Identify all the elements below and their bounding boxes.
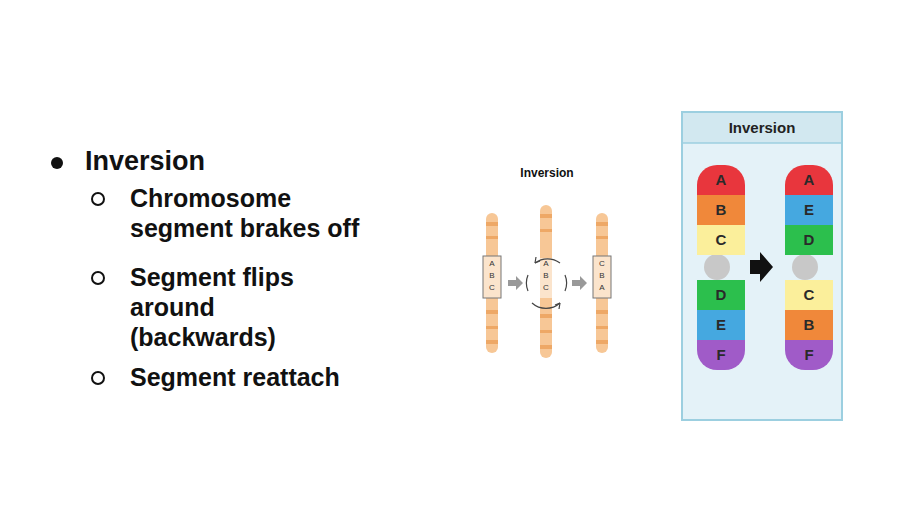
figure-title: Inversion xyxy=(507,166,587,180)
gene-letter: B xyxy=(697,195,745,225)
inversion-arrow xyxy=(750,252,773,282)
gene-letter: A xyxy=(697,165,745,195)
chromosome-segment: E xyxy=(697,310,745,340)
chromosome-segment: B xyxy=(785,310,833,340)
bullet xyxy=(51,157,63,169)
bullet-text: Chromosome segment brakes off xyxy=(130,183,398,243)
centromere xyxy=(704,254,730,280)
panel-header xyxy=(683,113,841,143)
gene-letter: F xyxy=(697,340,745,370)
gene-letter: C xyxy=(697,225,745,255)
gene-letter: B xyxy=(540,271,552,281)
gene-letter: B xyxy=(785,310,833,340)
bullet-text: Segment reattach xyxy=(130,362,405,392)
gene-letter: F xyxy=(785,340,833,370)
gene-letter: C xyxy=(540,283,552,293)
chromosome-segment: B xyxy=(697,195,745,225)
gene-letter: A xyxy=(486,259,498,269)
gene-letter: A xyxy=(596,283,608,293)
panel-frame xyxy=(682,112,842,420)
chromosome-segment: E xyxy=(785,195,833,225)
inversion-panel: InversionABCDEFAEDCBF xyxy=(682,112,842,420)
gene-letter: A xyxy=(785,165,833,195)
sub-bullet xyxy=(92,193,104,205)
chromosome-segment: D xyxy=(785,225,833,255)
gene-letter: B xyxy=(486,271,498,281)
gene-letter: C xyxy=(486,283,498,293)
chromosome-segment: C xyxy=(697,225,745,255)
centromere xyxy=(792,254,818,280)
chromosome-segment: A xyxy=(785,165,833,195)
chromosome-segment: F xyxy=(785,340,833,370)
gene-letter: D xyxy=(785,225,833,255)
gene-letter: C xyxy=(785,280,833,310)
gene-letter: B xyxy=(596,271,608,281)
bullet-text: Segment flips around (backwards) xyxy=(130,262,360,352)
chromosome-segment: D xyxy=(697,280,745,310)
sub-bullet xyxy=(92,372,104,384)
chromosome-segment: A xyxy=(697,165,745,195)
gene-letter: E xyxy=(697,310,745,340)
gene-letter: C xyxy=(596,259,608,269)
gene-letter: E xyxy=(785,195,833,225)
gene-letter: A xyxy=(540,259,552,269)
chromosome-right xyxy=(593,213,611,353)
chromosome-middle xyxy=(526,205,566,358)
chromosome-left xyxy=(483,213,501,353)
sub-bullet xyxy=(92,272,104,284)
chromosome-segment: F xyxy=(697,340,745,370)
bullet-text: Inversion xyxy=(85,145,345,177)
gene-letter: D xyxy=(697,280,745,310)
panel-heading: Inversion xyxy=(682,112,842,143)
chromosome-segment: C xyxy=(785,280,833,310)
